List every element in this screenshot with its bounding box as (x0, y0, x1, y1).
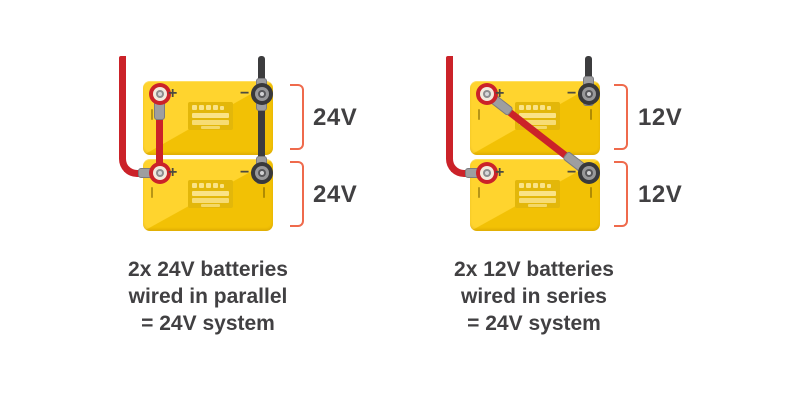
terminal-center (259, 92, 264, 96)
label-plate-line (192, 113, 229, 118)
battery-vent-tick (590, 187, 592, 198)
positive-terminal (475, 83, 498, 105)
battery-bottom (143, 159, 273, 231)
voltage-bracket (614, 161, 628, 227)
label-plate-line (519, 191, 556, 196)
voltage-label: 24V (313, 181, 358, 208)
terminal-center (484, 92, 489, 96)
voltage-label: 12V (638, 104, 683, 131)
label-plate-mark (220, 184, 224, 188)
caption-line: = 24V system (467, 312, 601, 335)
label-plate-line (192, 191, 229, 196)
positive-feed-wire (119, 56, 155, 177)
parallel-wiring-diagram: + − + − 24V 24V 2x 24V batteries wired i… (58, 56, 358, 337)
negative-feed-wire (258, 56, 265, 180)
battery-label-plate (188, 180, 233, 208)
label-plate-line (201, 204, 220, 207)
positive-terminal (148, 162, 171, 184)
terminal-center (157, 92, 162, 96)
label-plate-mark (540, 183, 545, 188)
terminal-center (259, 171, 264, 175)
diagram-caption: 2x 12V batteries wired in series = 24V s… (384, 256, 684, 337)
label-plate-mark (206, 183, 211, 188)
label-plate-line (528, 126, 547, 129)
label-plate-line (519, 120, 556, 125)
terminal-center (586, 171, 591, 175)
minus-sign: − (240, 85, 250, 102)
label-plate-mark (519, 105, 524, 110)
battery-label-plate (188, 102, 233, 130)
label-plate-mark (213, 105, 218, 110)
negative-terminal (577, 162, 600, 184)
negative-feed-wire (585, 56, 592, 90)
battery-vent-tick (151, 109, 153, 120)
label-plate-mark (526, 105, 531, 110)
caption-line: = 24V system (141, 312, 275, 335)
minus-sign: − (240, 164, 250, 181)
caption-line: wired in parallel (128, 285, 288, 308)
terminal-center (157, 171, 162, 175)
caption-line: 2x 12V batteries (454, 258, 614, 281)
label-plate-mark (206, 105, 211, 110)
label-plate-mark (547, 184, 551, 188)
label-plate-mark (519, 183, 524, 188)
voltage-bracket (290, 161, 304, 227)
negative-terminal (577, 83, 600, 105)
battery-vent-tick (263, 187, 265, 198)
parallel-jumper-wire (156, 94, 163, 174)
battery-vent-tick (478, 109, 480, 120)
battery-vent-tick (590, 109, 592, 120)
label-plate-mark (192, 183, 197, 188)
label-plate-mark (526, 183, 531, 188)
voltage-label: 24V (313, 104, 358, 131)
label-plate-mark (540, 105, 545, 110)
voltage-label: 12V (638, 181, 683, 208)
battery-label-plate (515, 180, 560, 208)
label-plate-line (528, 204, 547, 207)
plus-sign: + (495, 164, 505, 181)
label-plate-mark (192, 105, 197, 110)
plus-sign: + (168, 164, 178, 181)
plus-sign: + (168, 85, 178, 102)
terminal-center (586, 92, 591, 96)
positive-terminal (148, 83, 171, 105)
label-plate-mark (199, 105, 204, 110)
label-plate-line (192, 198, 229, 203)
label-plate-line (192, 120, 229, 125)
battery-vent-tick (478, 187, 480, 198)
battery-vent-tick (151, 187, 153, 198)
minus-sign: − (567, 85, 577, 102)
plus-sign: + (495, 85, 505, 102)
label-plate-mark (533, 183, 538, 188)
label-plate-mark (533, 105, 538, 110)
diagram-caption: 2x 24V batteries wired in parallel = 24V… (58, 256, 358, 337)
positive-terminal (475, 162, 498, 184)
label-plate-line (519, 198, 556, 203)
terminal-center (484, 171, 489, 175)
battery-label-plate (515, 102, 560, 130)
label-plate-mark (199, 183, 204, 188)
minus-sign: − (567, 164, 577, 181)
label-plate-line (519, 113, 556, 118)
caption-line: 2x 24V batteries (128, 258, 288, 281)
caption-line: wired in series (461, 285, 607, 308)
label-plate-mark (213, 183, 218, 188)
label-plate-mark (220, 106, 224, 110)
voltage-bracket (614, 84, 628, 150)
negative-terminal (250, 83, 273, 105)
negative-terminal (250, 162, 273, 184)
voltage-bracket (290, 84, 304, 150)
series-wiring-diagram: + − + − 12V 12V 2x 12V batteries wired i… (400, 0, 800, 400)
label-plate-mark (547, 106, 551, 110)
positive-feed-wire (446, 56, 482, 177)
label-plate-line (201, 126, 220, 129)
